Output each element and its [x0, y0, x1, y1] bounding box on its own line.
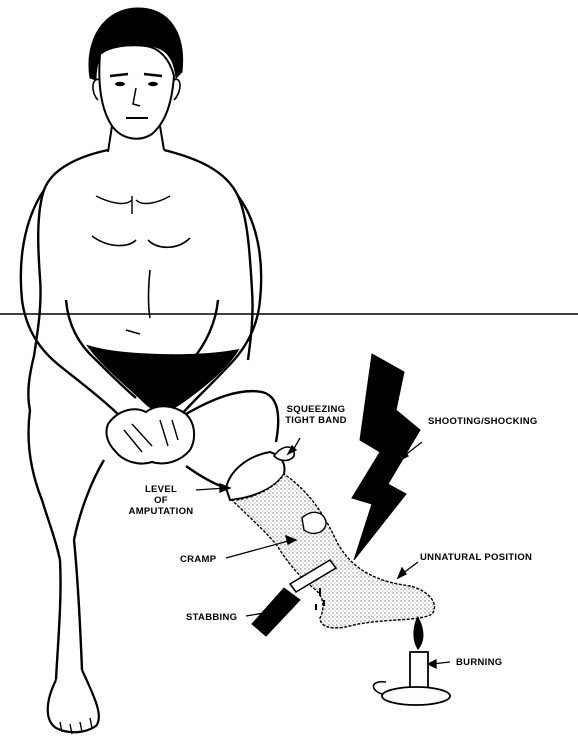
abdomen	[126, 270, 150, 334]
right-ear	[174, 79, 180, 100]
label-squeezing-tight-band: SQUEEZING TIGHT BAND	[276, 404, 356, 426]
left-shin	[56, 540, 82, 680]
label-squeezing-line2: TIGHT BAND	[276, 415, 356, 426]
label-unnatural-position: UNNATURAL POSITION	[420, 552, 532, 563]
face	[99, 45, 174, 138]
label-cramp: CRAMP	[180, 554, 216, 565]
label-stabbing: STABBING	[186, 612, 237, 623]
label-burning: BURNING	[456, 657, 502, 668]
candle-flame	[413, 616, 423, 650]
hands	[106, 406, 194, 463]
sternum	[96, 196, 170, 214]
left-eye	[115, 82, 125, 86]
label-level-line1: LEVEL	[124, 484, 198, 495]
pectorals	[92, 236, 190, 247]
label-shooting-shocking: SHOOTING/SHOCKING	[428, 416, 538, 427]
knife-handle	[252, 588, 300, 636]
label-squeezing-line1: SQUEEZING	[276, 404, 356, 415]
label-level-line2: OF	[124, 495, 198, 506]
cramp-knot	[302, 512, 326, 533]
right-eye	[148, 82, 158, 86]
label-level-line3: AMPUTATION	[124, 506, 198, 517]
left-thigh	[29, 410, 105, 560]
lightning-bolt	[352, 354, 420, 560]
label-level-of-amputation: LEVEL OF AMPUTATION	[124, 484, 198, 517]
candle-holder	[382, 687, 450, 705]
